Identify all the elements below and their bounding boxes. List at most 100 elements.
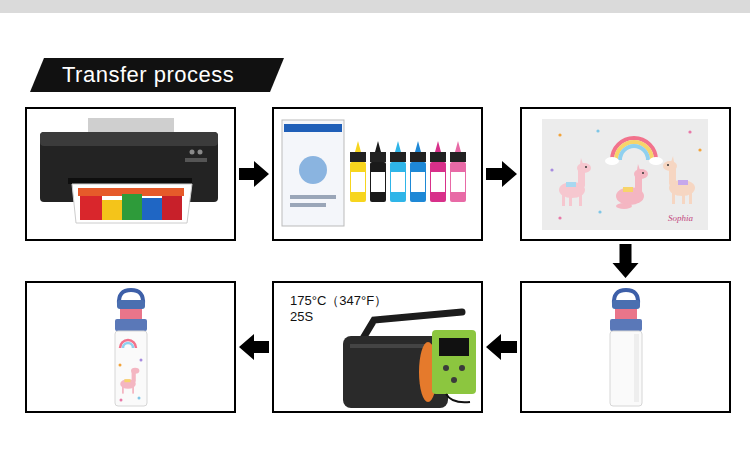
star-dot (138, 397, 141, 400)
top-band (0, 0, 750, 13)
cloud (605, 157, 619, 165)
bottle-body (410, 162, 426, 202)
node-text: 25S (290, 309, 313, 325)
bottle-cap-ring (610, 319, 642, 331)
star-dot (698, 148, 701, 151)
printer-button (198, 150, 203, 155)
llama-head (663, 161, 677, 171)
cloud (649, 157, 663, 165)
bottle-shade (634, 334, 639, 402)
block-arrow (613, 244, 639, 278)
star-dot (596, 129, 599, 132)
bottle-body (350, 162, 366, 202)
bottle-cap (350, 152, 366, 162)
sheet (542, 119, 708, 230)
supplies-box (272, 107, 483, 241)
print-color (102, 200, 122, 220)
printer-box (25, 107, 236, 241)
finished-bottle-box (25, 281, 236, 413)
star-dot (120, 399, 123, 402)
node-text: 175°C（347°F） (290, 293, 387, 309)
bottle-body (450, 162, 466, 202)
panel-button (443, 365, 449, 371)
star-dot (140, 359, 143, 362)
bottle-tip (435, 141, 441, 152)
ink-bottle (350, 141, 366, 202)
llama-leg (616, 203, 632, 209)
llama-leg (122, 387, 124, 394)
paper-pack-picture (299, 156, 327, 184)
print-color (80, 196, 102, 220)
star-dot (550, 168, 553, 171)
print-color (142, 198, 162, 220)
llama (616, 164, 648, 209)
bottle-body (610, 331, 642, 406)
ink-bottle (370, 141, 386, 202)
bottle-cap (450, 152, 466, 162)
ink-bottle (390, 141, 406, 202)
ink-bottle (430, 141, 446, 202)
paper-pack (282, 120, 344, 226)
printer-button (190, 150, 195, 155)
rainbow (123, 343, 133, 348)
panel-button (459, 365, 465, 371)
bottle-tip (455, 141, 461, 152)
llama-ear (637, 164, 640, 170)
paper-pack-band (284, 124, 342, 132)
star-dot (558, 133, 561, 136)
paper-and-ink-icon (282, 120, 466, 226)
bottle-tip (355, 141, 361, 152)
block-arrow (486, 334, 517, 360)
bottle-label (411, 172, 425, 192)
llama-eye (642, 172, 644, 174)
star-dot (558, 216, 561, 219)
bottle-label (451, 172, 465, 192)
block-arrow (239, 161, 269, 187)
finished-bottle (115, 290, 147, 406)
ink-bottle (410, 141, 426, 202)
bottle-tip (415, 141, 421, 152)
bottle-body (370, 162, 386, 202)
llama-leg (689, 193, 692, 204)
llama-leg (682, 193, 685, 204)
llama-head (131, 368, 139, 374)
blank-bottle-box (520, 281, 731, 413)
transfer-print-box: Sophia (520, 107, 731, 241)
bottle-body (390, 162, 406, 202)
rainbow (616, 142, 652, 160)
print-color (162, 196, 182, 220)
node-text: Sophia (668, 213, 693, 224)
bottle-cap-ring (115, 319, 147, 331)
llama (663, 156, 695, 204)
llama-leg (672, 193, 675, 204)
bottle-cap (390, 152, 406, 162)
bottle-label (351, 172, 365, 192)
blank-bottle (610, 290, 642, 406)
printer-icon (40, 118, 218, 223)
bottle-tip (395, 141, 401, 152)
ink-bottle (450, 141, 466, 202)
bottle-cap (410, 152, 426, 162)
block-arrow (239, 334, 269, 360)
llama-head (634, 169, 648, 179)
llama-saddle (623, 187, 633, 192)
llama (559, 158, 591, 206)
heat-press-box: 175°C（347°F）25S (272, 281, 483, 413)
bottle-tip (375, 141, 381, 152)
printer-panel (185, 158, 207, 162)
block-arrow (486, 161, 517, 187)
rainbow (612, 138, 656, 160)
bottle-label (431, 172, 445, 192)
llama-leg (579, 195, 582, 206)
llama-leg (132, 387, 134, 394)
print-color (122, 194, 142, 220)
bottle-body (115, 331, 147, 406)
star-dot (688, 130, 691, 133)
power-cord (446, 394, 470, 402)
llama-saddle (678, 180, 688, 185)
llama-leg (562, 195, 565, 206)
title-banner (30, 58, 284, 92)
star-dot (598, 210, 601, 213)
bottle-cap (430, 152, 446, 162)
control-panel (432, 330, 476, 394)
